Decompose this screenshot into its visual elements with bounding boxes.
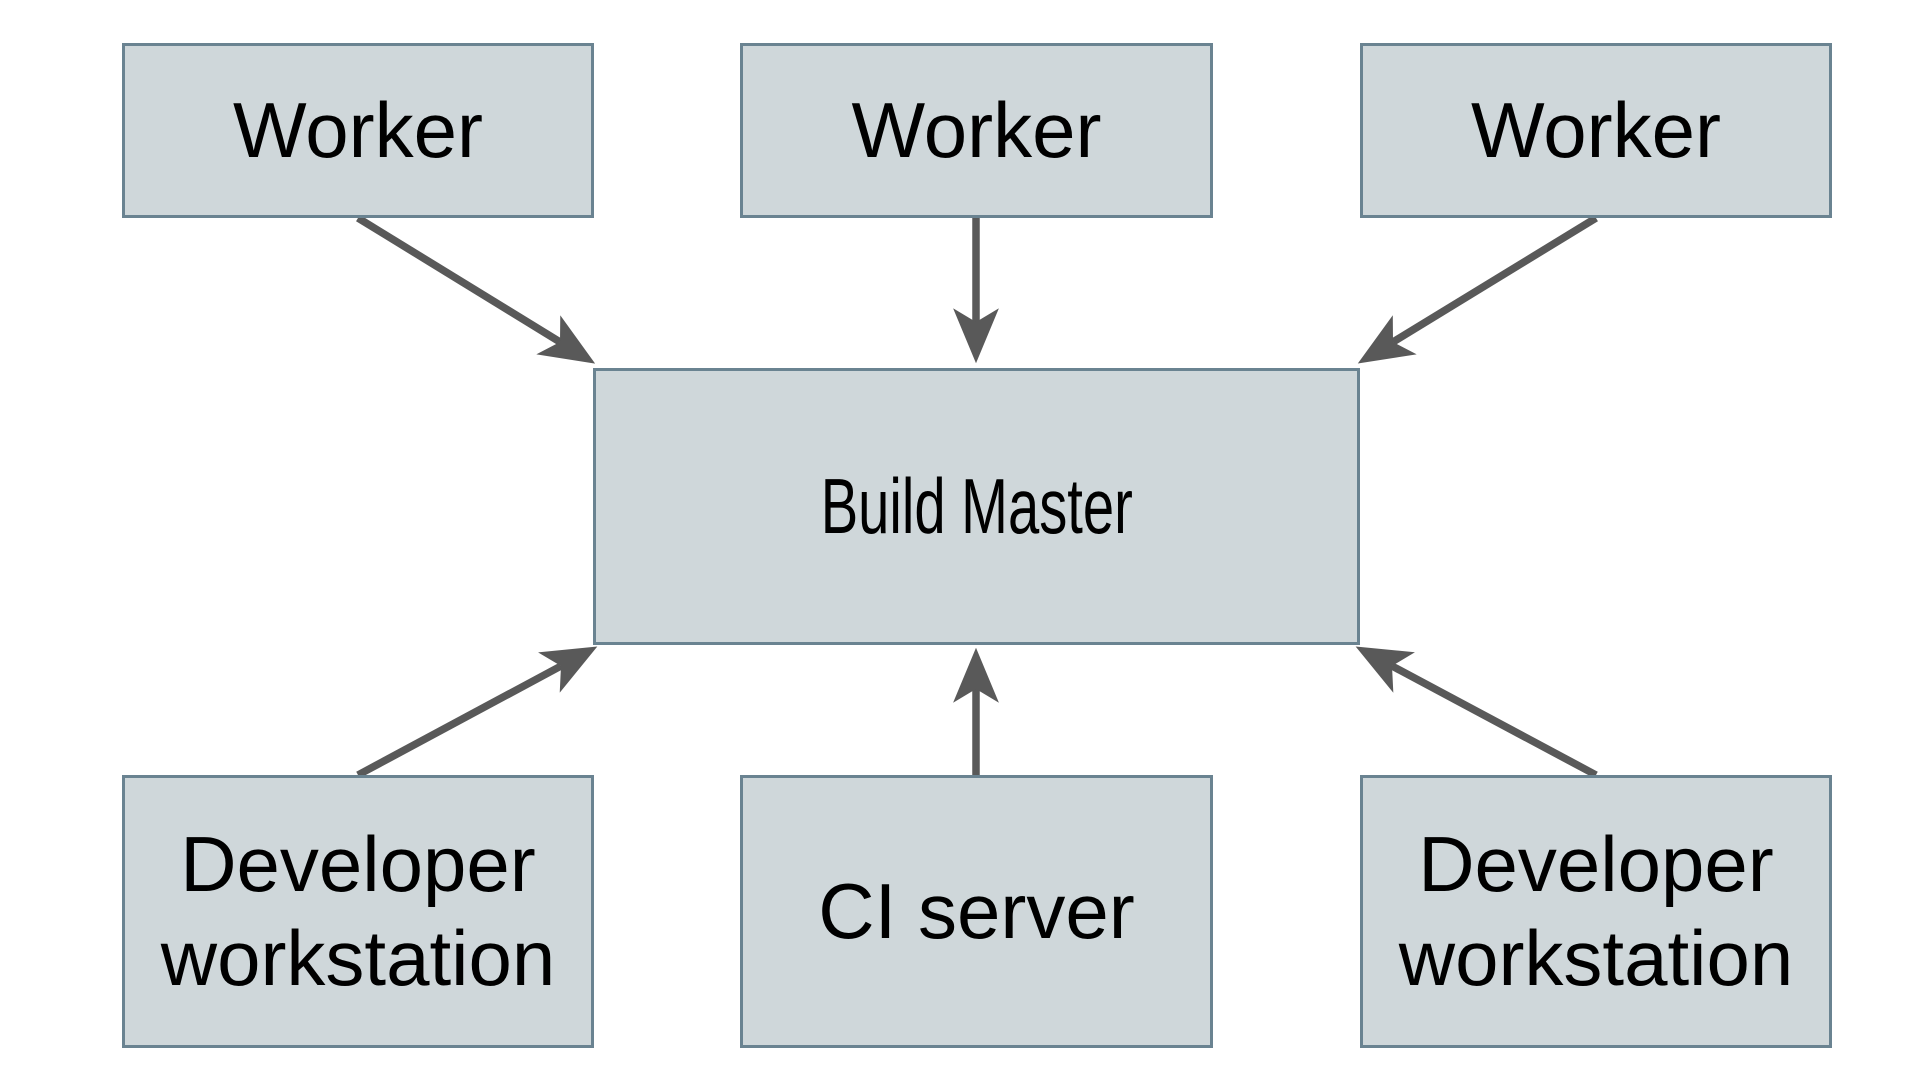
- node-build-master-label: Build Master: [820, 461, 1133, 550]
- node-ci-server-label: CI server: [818, 866, 1135, 955]
- node-worker-top-right: Worker: [1360, 43, 1832, 218]
- node-build-master: Build Master: [593, 368, 1360, 645]
- node-ci-server: CI server: [740, 775, 1213, 1048]
- node-worker-top-center-label: Worker: [851, 85, 1102, 174]
- edge-developer-workstation-right-to-build-master: [1355, 646, 1598, 779]
- node-developer-workstation-right: Developer workstation: [1360, 775, 1832, 1048]
- node-worker-top-left-label: Worker: [233, 85, 483, 174]
- node-worker-top-right-label: Worker: [1471, 85, 1721, 174]
- edge-worker-top-left-to-build-master: [356, 214, 596, 364]
- edge-worker-top-right-to-build-master: [1357, 214, 1598, 364]
- node-worker-top-center: Worker: [740, 43, 1213, 218]
- node-worker-top-left: Worker: [122, 43, 594, 218]
- node-developer-workstation-right-label: Developer workstation: [1398, 819, 1794, 1002]
- node-developer-workstation-left-label: Developer workstation: [160, 819, 556, 1002]
- edge-developer-workstation-left-to-build-master: [356, 646, 598, 779]
- node-developer-workstation-left: Developer workstation: [122, 775, 594, 1048]
